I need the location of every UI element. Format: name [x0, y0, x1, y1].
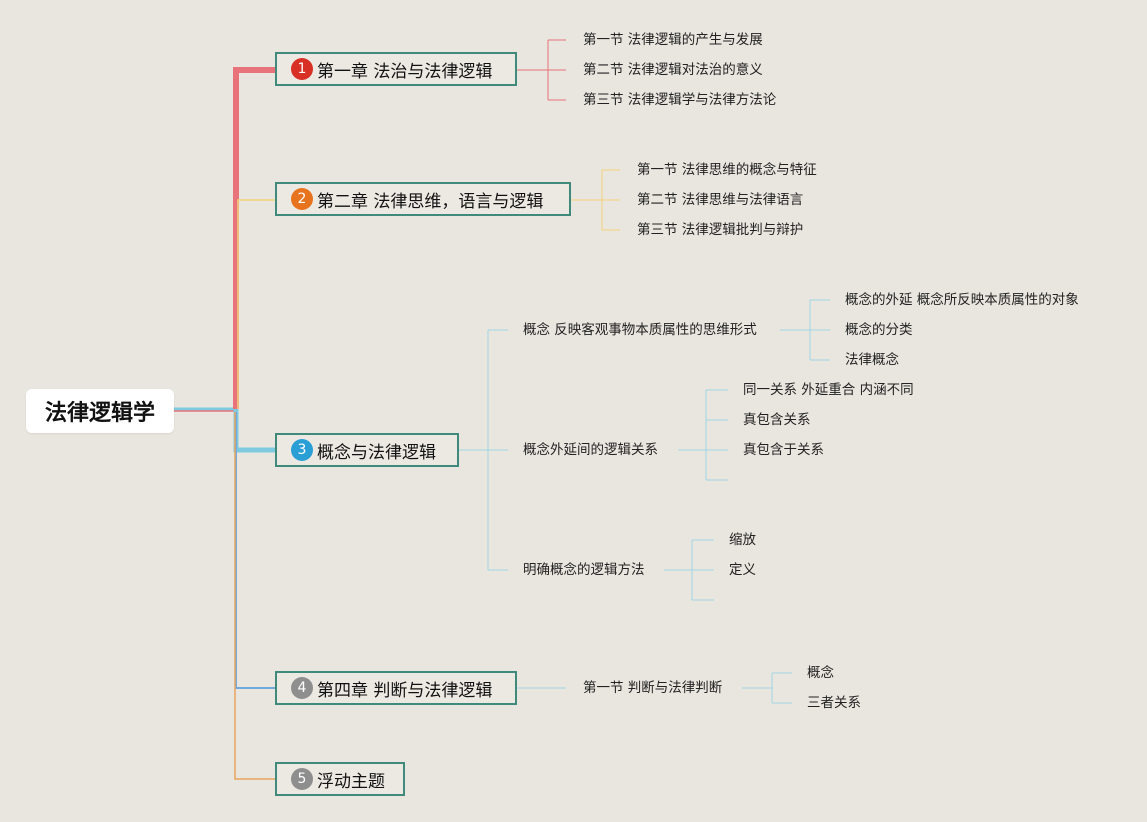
- chapter-3[interactable]: 3 概念与法律逻辑: [275, 433, 459, 467]
- chapter-1[interactable]: 1 第一章 法治与法律逻辑: [275, 52, 517, 86]
- number-badge: 4: [291, 677, 313, 699]
- method-item[interactable]: 定义: [729, 562, 756, 578]
- relation-item[interactable]: 真包含关系: [743, 412, 811, 428]
- number-badge: 2: [291, 188, 313, 210]
- section-1-2[interactable]: 第二节 法律逻辑对法治的意义: [583, 62, 763, 78]
- chapter-label: 浮动主题: [317, 771, 385, 792]
- floating-topic[interactable]: 5 浮动主题: [275, 762, 405, 796]
- number-badge: 1: [291, 58, 313, 80]
- subtopic-relations[interactable]: 概念外延间的逻辑关系: [523, 442, 658, 458]
- section-4-1[interactable]: 第一节 判断与法律判断: [583, 680, 723, 696]
- relation-item[interactable]: 真包含于关系: [743, 442, 824, 458]
- section-2-2[interactable]: 第二节 法律思维与法律语言: [637, 192, 804, 208]
- chapter-label: 第四章 判断与法律逻辑: [317, 680, 493, 701]
- concept-item[interactable]: 法律概念: [845, 352, 899, 368]
- judgment-item[interactable]: 三者关系: [807, 695, 861, 711]
- judgment-item[interactable]: 概念: [807, 665, 834, 681]
- chapter-label: 第二章 法律思维，语言与逻辑: [317, 191, 544, 212]
- chapter-4[interactable]: 4 第四章 判断与法律逻辑: [275, 671, 517, 705]
- section-1-1[interactable]: 第一节 法律逻辑的产生与发展: [583, 32, 763, 48]
- subtopic-concept[interactable]: 概念 反映客观事物本质属性的思维形式: [523, 322, 757, 338]
- concept-item[interactable]: 概念的分类: [845, 322, 913, 338]
- subtopic-methods[interactable]: 明确概念的逻辑方法: [523, 562, 645, 578]
- section-1-3[interactable]: 第三节 法律逻辑学与法律方法论: [583, 92, 777, 108]
- section-2-3[interactable]: 第三节 法律逻辑批判与辩护: [637, 222, 804, 238]
- chapter-label: 概念与法律逻辑: [317, 442, 436, 463]
- relation-item[interactable]: 同一关系 外延重合 内涵不同: [743, 382, 914, 398]
- section-2-1[interactable]: 第一节 法律思维的概念与特征: [637, 162, 817, 178]
- chapter-label: 第一章 法治与法律逻辑: [317, 61, 493, 82]
- method-item[interactable]: 缩放: [729, 532, 756, 548]
- root-label: 法律逻辑学: [44, 401, 155, 426]
- root-topic[interactable]: 法律逻辑学: [26, 389, 174, 433]
- concept-item[interactable]: 概念的外延 概念所反映本质属性的对象: [845, 292, 1079, 308]
- number-badge: 5: [291, 768, 313, 790]
- chapter-2[interactable]: 2 第二章 法律思维，语言与逻辑: [275, 182, 571, 216]
- number-badge: 3: [291, 439, 313, 461]
